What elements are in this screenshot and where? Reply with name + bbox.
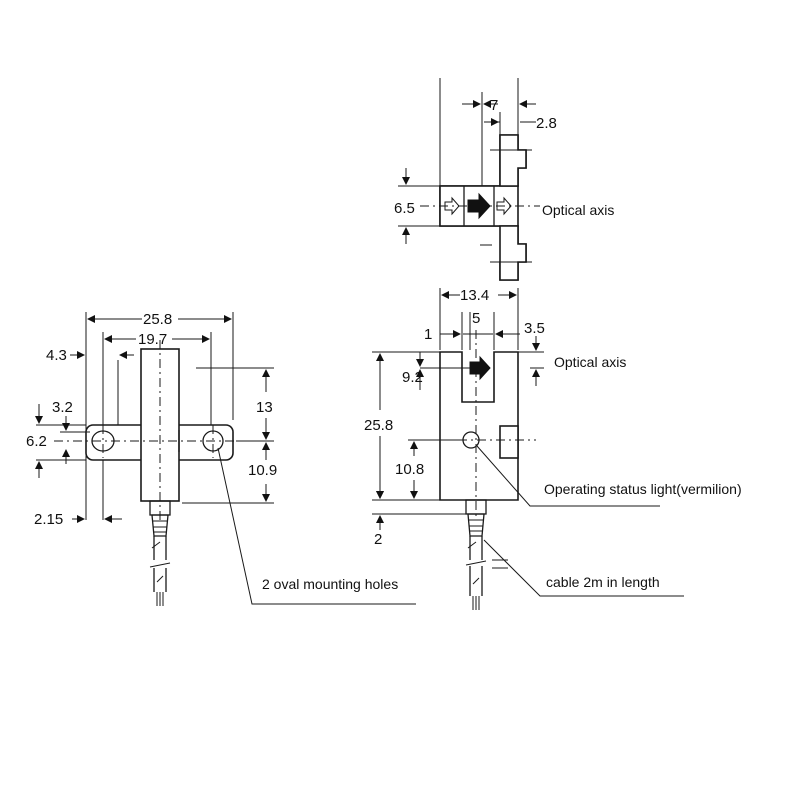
side-view: 25.8 19.7 4.3 13 10.9 — [26, 311, 416, 606]
mounting-holes-leader — [217, 447, 416, 605]
mounting-holes-label: 2 oval mounting holes — [262, 576, 398, 592]
cable — [469, 536, 483, 596]
dim-side-6-2: 6.2 — [26, 433, 47, 450]
dim-front-2: 2 — [374, 531, 382, 548]
cable-leader — [483, 539, 684, 597]
cable-label: cable 2m in length — [546, 574, 660, 590]
dim-side-19-7: 19.7 — [138, 331, 167, 348]
dim-side-13: 13 — [256, 399, 273, 416]
receiver-arrow-icon — [496, 196, 512, 216]
status-light-label: Operating status light(vermilion) — [544, 481, 742, 497]
beam-arrow-icon — [467, 192, 491, 220]
dim-front-13-4: 13.4 — [460, 287, 489, 304]
dim-front-10-8: 10.8 — [395, 461, 424, 478]
front-view: 13.4 1 5 3.5 9.2 25.8 — [364, 287, 742, 610]
beam-arrow-icon-front — [469, 355, 491, 381]
optical-axis-label-front: Optical axis — [554, 354, 626, 370]
optical-axis-label-top: Optical axis — [542, 202, 614, 218]
dim-front-25-8: 25.8 — [364, 417, 393, 434]
dim-side-25-8: 25.8 — [143, 311, 172, 328]
cable-side — [153, 536, 167, 592]
status-light-leader — [476, 445, 660, 507]
dim-side-10-9: 10.9 — [248, 462, 277, 479]
status-light-icon — [462, 431, 480, 449]
dim-top-6-5: 6.5 — [394, 200, 415, 217]
top-view: 7 2.8 6.5 Optical axis — [394, 78, 614, 281]
dim-front-3-5: 3.5 — [524, 320, 545, 337]
dim-top-7: 7 — [490, 97, 498, 114]
emitter-arrow-icon — [444, 196, 460, 216]
dim-front-9-2: 9.2 — [402, 369, 423, 386]
front-view-side-tab — [499, 425, 519, 459]
dim-side-4-3: 4.3 — [46, 347, 67, 364]
dim-side-3-2: 3.2 — [52, 399, 73, 416]
top-view-mount-tab — [499, 134, 527, 187]
dim-side-2-15: 2.15 — [34, 511, 63, 528]
top-view-mount-tab-lower — [499, 225, 527, 281]
dim-top-2-8: 2.8 — [536, 115, 557, 132]
dim-front-5: 5 — [472, 310, 480, 327]
dim-front-1: 1 — [424, 326, 432, 343]
